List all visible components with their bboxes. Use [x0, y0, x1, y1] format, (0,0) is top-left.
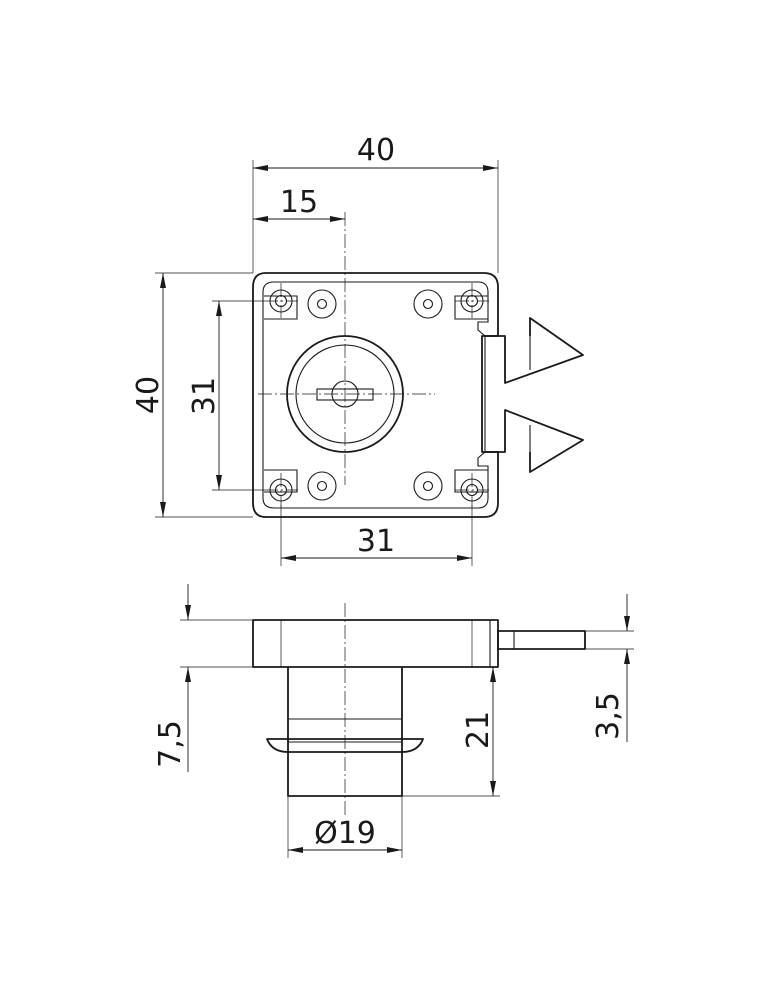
dimension-cylinder-diameter: Ø19 [287, 796, 403, 858]
dimension-top-width: 40 [252, 133, 499, 273]
dimension-key-offset: 15 [253, 185, 345, 222]
dimension-label-top-width: 40 [357, 133, 395, 168]
side-flange-ring [266, 738, 424, 753]
dimension-label-hole-height: 31 [187, 377, 222, 415]
latch-bolt-lower [485, 409, 584, 473]
dimension-outer-height: 40 [131, 272, 253, 518]
dimension-total-depth: 21 [402, 667, 500, 797]
corner-bracket-bottom-right [454, 469, 488, 493]
top-view [252, 212, 584, 518]
rivet-bottom-left [307, 471, 337, 501]
side-bolt [497, 630, 586, 650]
dimension-label-outer-height: 40 [131, 376, 166, 414]
side-plate [252, 619, 499, 668]
dimension-label-total-depth: 21 [461, 711, 496, 749]
dimension-label-key-offset: 15 [280, 185, 318, 220]
dimension-label-hole-width: 31 [357, 524, 395, 559]
dimension-label-cylinder-diameter: Ø19 [314, 816, 376, 851]
lock-body-inner-outline [262, 281, 489, 509]
rivet-bottom-right [413, 471, 443, 501]
corner-bracket-bottom-left [264, 469, 298, 493]
dimension-label-bolt-thickness: 3,5 [591, 692, 626, 740]
dimension-label-plate-offset: 7,5 [153, 720, 188, 768]
rivet-top-right [413, 289, 443, 319]
dimension-bolt-thickness: 3,5 [585, 594, 634, 742]
latch-bolt-upper [485, 317, 584, 384]
lock-plate-outline [252, 272, 499, 518]
rivet-top-left [307, 289, 337, 319]
dimension-hole-width: 31 [280, 505, 473, 566]
dimension-plate-offset: 7,5 [153, 584, 253, 772]
dimension-hole-height: 31 [187, 300, 264, 491]
side-view [252, 603, 586, 815]
